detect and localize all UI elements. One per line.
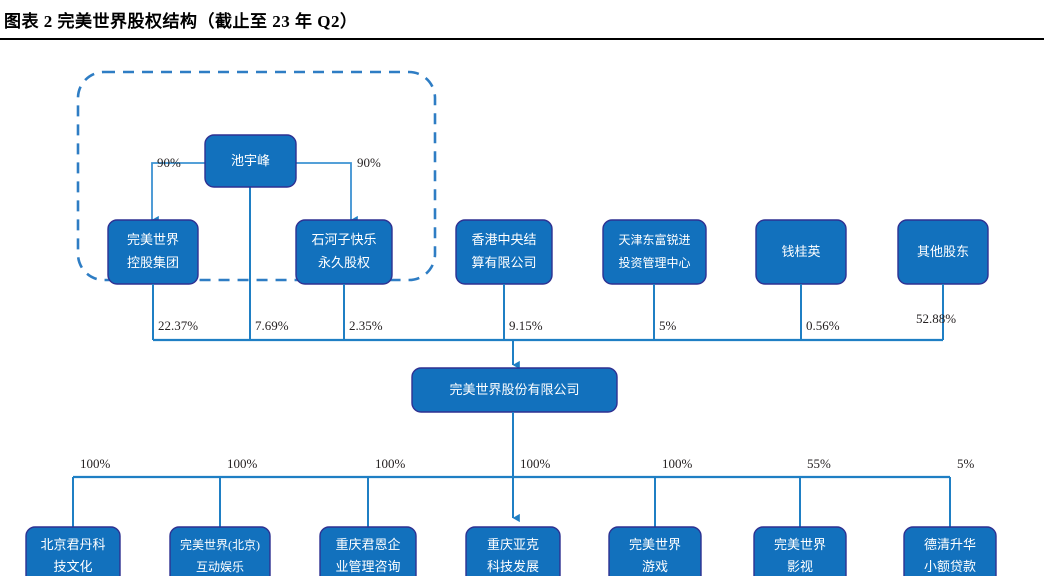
pct-sub-5: 100% [662,456,693,471]
node-hkscc[interactable]: 香港中央结 算有限公司 [455,219,553,285]
node-sub-6-label-1: 完美世界 [774,537,826,552]
node-sub-4-label-2: 科技发展 [487,559,539,574]
node-hkscc-label-2: 算有限公司 [471,255,536,270]
node-sub-1-label-1: 北京君丹科 [40,537,105,552]
node-holding-group-label-2: 控股集团 [127,255,179,270]
pct-shareholder-1: 22.37% [158,318,198,333]
pct-sub-3: 100% [375,456,406,471]
pct-shareholder-4: 9.15% [509,318,543,333]
node-tianjin-label-2: 投资管理中心 [618,255,690,270]
node-tianjin-label-1: 天津东富锐进 [618,232,690,247]
connector-controller-to-holding [151,162,205,225]
node-center-company-label: 完美世界股份有限公司 [449,382,579,397]
node-sub-2[interactable]: 完美世界(北京) 互动娱乐 [169,526,271,576]
pct-sub-2: 100% [227,456,258,471]
node-qianguiying-label: 钱桂英 [781,244,820,259]
node-controller[interactable]: 池宇峰 [204,134,297,188]
node-sub-6-rect[interactable] [753,526,847,576]
pct-sub-7: 5% [957,456,975,471]
controller-group-dashed-box [76,70,437,282]
node-sub-1-label-2: 技文化 [53,559,92,574]
pct-shareholder-6: 0.56% [806,318,840,333]
node-sub-3[interactable]: 重庆君恩企 业管理咨询 [319,526,417,576]
node-sub-3-label-1: 重庆君恩企 [335,537,400,552]
node-sub-6[interactable]: 完美世界 影视 [753,526,847,576]
page-title: 图表 2 完美世界股权结构（截止至 23 年 Q2） [4,11,358,31]
pct-sub-1: 100% [80,456,111,471]
node-hkscc-rect[interactable] [455,219,553,285]
node-shihezi-rect[interactable] [295,219,393,285]
node-sub-5[interactable]: 完美世界 游戏 [608,526,702,576]
node-shihezi-label-2: 永久股权 [318,255,370,270]
node-hkscc-label-1: 香港中央结 [471,232,536,247]
node-sub-6-label-2: 影视 [787,559,813,574]
pct-controller-right: 90% [357,155,381,170]
node-sub-7-label-1: 德清升华 [924,537,976,552]
node-sub-1-rect[interactable] [25,526,121,576]
node-sub-1[interactable]: 北京君丹科 技文化 [25,526,121,576]
node-sub-2-rect[interactable] [169,526,271,576]
node-tianjin-rect[interactable] [602,219,707,285]
node-sub-5-rect[interactable] [608,526,702,576]
node-other-shareholders[interactable]: 其他股东 [897,219,989,285]
pct-shareholder-2: 7.69% [255,318,289,333]
node-tianjin[interactable]: 天津东富锐进 投资管理中心 [602,219,707,285]
node-sub-4[interactable]: 重庆亚克 科技发展 [465,526,561,576]
node-holding-group-rect[interactable] [107,219,199,285]
node-controller-rect[interactable] [204,134,297,188]
node-shihezi-label-1: 石河子快乐 [311,232,376,247]
node-sub-5-label-2: 游戏 [642,559,668,574]
pct-sub-4: 100% [520,456,551,471]
pct-shareholder-3: 2.35% [349,318,383,333]
node-sub-7[interactable]: 德清升华 小额贷款 [903,526,997,576]
node-sub-7-rect[interactable] [903,526,997,576]
node-sub-4-rect[interactable] [465,526,561,576]
node-sub-4-label-1: 重庆亚克 [487,537,539,552]
node-sub-5-label-1: 完美世界 [629,537,681,552]
node-qianguiying[interactable]: 钱桂英 [755,219,847,285]
node-sub-3-label-2: 业管理咨询 [335,559,400,574]
node-controller-label: 池宇峰 [231,153,270,168]
node-sub-2-label-2: 互动娱乐 [196,560,244,574]
diagram-area: 池宇峰 完美世界 控股集团 石河子快乐 永久股权 香港中央结 算有限公司 [0,40,1044,576]
connector-controller-to-shihezi [296,162,358,225]
pct-shareholder-5: 5% [659,318,677,333]
node-center-company[interactable]: 完美世界股份有限公司 [411,367,618,413]
pct-controller-left: 90% [157,155,181,170]
node-shihezi[interactable]: 石河子快乐 永久股权 [295,219,393,285]
pct-sub-6: 55% [807,456,831,471]
node-holding-group-label-1: 完美世界 [127,232,179,247]
node-sub-3-rect[interactable] [319,526,417,576]
node-center-company-rect[interactable] [411,367,618,413]
pct-shareholder-7: 52.88% [916,311,956,326]
node-sub-7-label-2: 小额贷款 [924,559,976,574]
ownership-structure-diagram: 池宇峰 完美世界 控股集团 石河子快乐 永久股权 香港中央结 算有限公司 [25,70,997,576]
node-sub-2-label-1: 完美世界(北京) [180,537,260,552]
chart-title-bar: 图表 2 完美世界股权结构（截止至 23 年 Q2） [0,0,1044,40]
node-holding-group[interactable]: 完美世界 控股集团 [107,219,199,285]
node-other-shareholders-label: 其他股东 [917,244,969,259]
